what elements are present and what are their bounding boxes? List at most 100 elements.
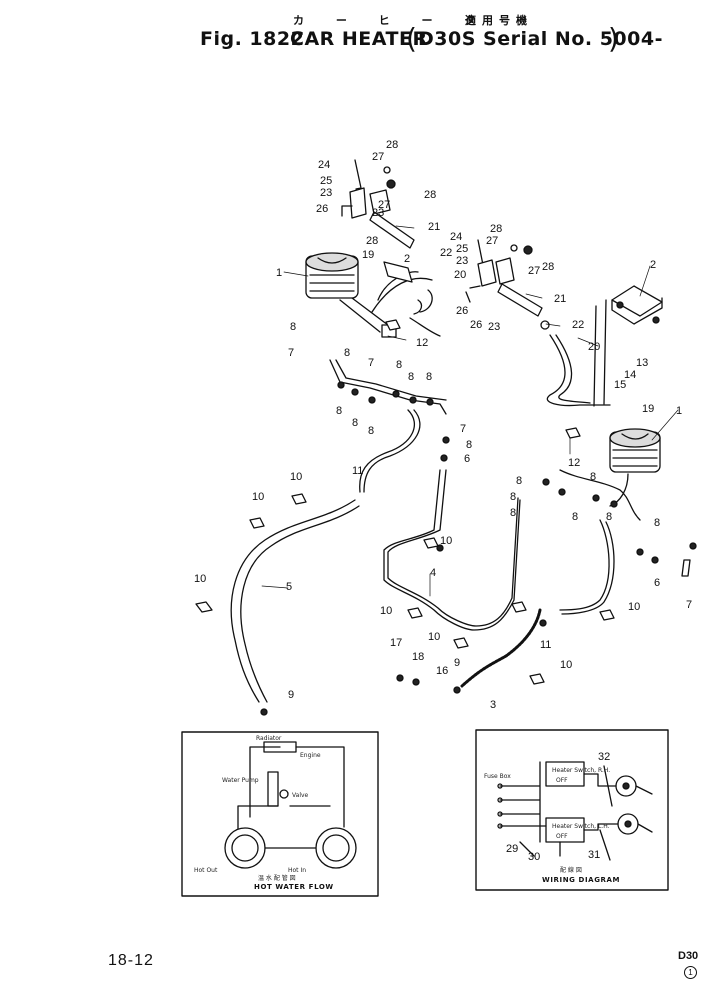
- callout-text: 23: [488, 321, 500, 333]
- callout-text: 8: [516, 475, 522, 487]
- callout-text: 11: [540, 639, 551, 651]
- callout-numbers: 1 1 2 2 3 4 5 6 6 7 7 7 7 8 8 8 8 8 8 8 …: [194, 139, 692, 711]
- callout-text: 8: [654, 517, 660, 529]
- applicable-serial: D30S Serial No. 5004-: [418, 28, 663, 50]
- hwf-label-hot-out: Hot Out: [194, 867, 218, 874]
- serial-kana: 適用号機: [465, 14, 533, 27]
- callout-text: 3: [490, 699, 496, 711]
- callout-text: 6: [464, 453, 470, 465]
- inset-hot-water-flow: Radiator Engine Water Pump Valve Hot Out…: [181, 731, 379, 897]
- page-number: 18-12: [108, 952, 154, 969]
- wd-callout-31: 31: [588, 849, 600, 861]
- callout-text: 28: [542, 261, 554, 273]
- callout-text: 8: [408, 371, 414, 383]
- callout-text: 23: [372, 207, 384, 219]
- callout-text: 9: [454, 657, 460, 669]
- callout-text: 10: [628, 601, 640, 613]
- callout-text: 10: [440, 535, 452, 547]
- callout-text: 15: [614, 379, 626, 391]
- callout-text: 27: [378, 199, 390, 211]
- inlet-outlet-pipes-left: [339, 261, 441, 338]
- model-code: D30: [678, 950, 699, 962]
- hwf-label-pump: Water Pump: [222, 777, 259, 784]
- wd-label-switch-rh: Heater Switch, R.H.: [552, 767, 610, 774]
- callout-text: 16: [436, 665, 448, 677]
- callout-text: 26: [316, 203, 328, 215]
- callout-text: 28: [490, 223, 502, 235]
- wd-callout-30: 30: [528, 851, 540, 863]
- callout-text: 9: [288, 689, 294, 701]
- wd-label-off-2: OFF: [556, 833, 568, 840]
- callout-text: 10: [252, 491, 264, 503]
- title-kana: カ ー ヒ ー タ: [293, 14, 490, 27]
- callout-text: 26: [470, 319, 482, 331]
- callout-text: 8: [466, 439, 472, 451]
- callout-text: 21: [554, 293, 566, 305]
- callout-text: 10: [428, 631, 440, 643]
- callout-text: 5: [286, 581, 292, 593]
- callout-text: 28: [366, 235, 378, 247]
- callout-text: 8: [606, 511, 612, 523]
- wd-label-off-1: OFF: [556, 777, 568, 784]
- wd-callout-32: 32: [598, 751, 610, 763]
- hwf-label-valve: Valve: [292, 792, 309, 799]
- hwf-label-radiator: Radiator: [256, 735, 282, 742]
- callout-text: 26: [456, 305, 468, 317]
- callout-text: 7: [368, 357, 374, 369]
- callout-text: 25: [320, 175, 332, 187]
- close-paren: ): [608, 22, 619, 55]
- callout-text: 8: [368, 425, 374, 437]
- callout-text: 4: [430, 567, 436, 579]
- hwf-title-kana: 温 水 配 管 図: [258, 874, 296, 882]
- callout-text: 10: [290, 471, 302, 483]
- callout-text: 10: [194, 573, 206, 585]
- callout-text: 27: [372, 151, 384, 163]
- callout-text: 22: [440, 247, 452, 259]
- callout-text: 20: [588, 341, 600, 353]
- callout-text: 10: [560, 659, 572, 671]
- bracket-assembly-upper-right: [465, 239, 550, 330]
- wd-title-kana: 配 線 図: [560, 866, 582, 874]
- pipe-20-right: [546, 334, 611, 407]
- callout-text: 27: [528, 265, 540, 277]
- callout-text: 22: [572, 319, 584, 331]
- title-block: カ ー ヒ ー タ 適用号機 Fig. 1822 CAR HEATER ( D3…: [0, 0, 705, 60]
- callout-text: 8: [510, 507, 516, 519]
- callout-text: 7: [460, 423, 466, 435]
- wd-label-switch-lh: Heater Switch, L.H.: [552, 823, 610, 830]
- pipe-20-right-outer: [555, 334, 591, 404]
- wd-title: WIRING DIAGRAM: [542, 876, 620, 884]
- callout-text: 12: [416, 337, 428, 349]
- clamps-and-fittings: [260, 381, 697, 716]
- callout-text: 2: [404, 253, 410, 265]
- figure-title: CAR HEATER: [290, 28, 428, 50]
- callout-text: 17: [390, 637, 402, 649]
- callout-text: 8: [572, 511, 578, 523]
- callout-text: 7: [686, 599, 692, 611]
- wd-label-fuse: Fuse Box: [484, 773, 511, 780]
- callout-text: 19: [362, 249, 374, 261]
- callout-text: 8: [352, 417, 358, 429]
- hwf-label-engine: Engine: [300, 752, 321, 759]
- callout-text: 1: [676, 405, 682, 417]
- hose-network: [230, 359, 641, 703]
- callout-text: 13: [636, 357, 648, 369]
- callout-text: 14: [624, 369, 636, 381]
- callout-text: 18: [412, 651, 424, 663]
- callout-text: 8: [344, 347, 350, 359]
- heater-unit-right: [609, 428, 661, 507]
- revision-mark: 1: [684, 966, 697, 979]
- open-paren: (: [406, 22, 417, 55]
- callout-text: 8: [290, 321, 296, 333]
- callout-text: 20: [454, 269, 466, 281]
- callout-text: 28: [424, 189, 436, 201]
- callout-text: 23: [320, 187, 332, 199]
- callout-text: 24: [318, 159, 330, 171]
- valve-right: [593, 285, 663, 407]
- bracket-assembly-upper-left: [341, 159, 415, 249]
- callout-text: 7: [288, 347, 294, 359]
- hose-clamps: [195, 319, 691, 685]
- callout-text: 12: [568, 457, 580, 469]
- callout-text: 8: [426, 371, 432, 383]
